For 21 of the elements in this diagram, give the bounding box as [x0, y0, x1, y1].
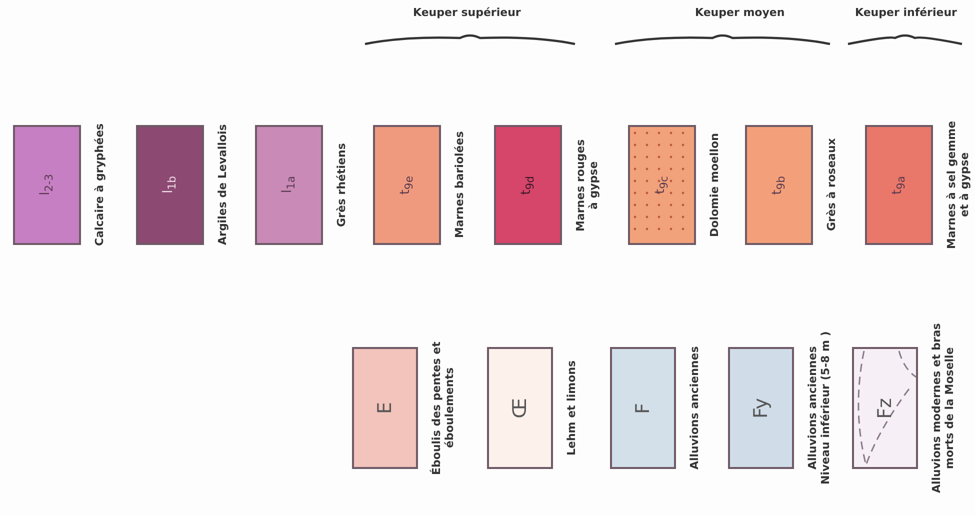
- unit-description: Alluvions modernes et bras morts de la Moselle: [930, 322, 956, 495]
- unit-description: Marnes bariolées: [453, 130, 466, 240]
- unit-description: Grès à roseaux: [825, 138, 838, 234]
- map-unit-code: Œ: [509, 398, 531, 418]
- group-heading: Keuper supérieur: [413, 6, 521, 19]
- map-unit-code: Fz: [874, 398, 896, 418]
- unit-description: Grès rhétiens: [335, 142, 348, 229]
- unit-description: Marnes à sel gemme et à gypse: [945, 120, 971, 250]
- map-unit-code: F: [632, 402, 654, 414]
- group-heading: Keuper moyen: [695, 6, 785, 19]
- unit-description: Alluvions anciennes Niveau inférieur (5-8 m ): [806, 330, 832, 487]
- unit-description: Lehm et limons: [565, 359, 578, 458]
- unit-description: Marnes rouges à gypse: [574, 138, 600, 232]
- map-unit-code: Fy: [750, 398, 772, 418]
- unit-description: Argiles de Levallois: [216, 124, 229, 248]
- unit-description: Calcaire à gryphées: [93, 122, 106, 248]
- unit-description: Éboulis des pentes et éboulements: [430, 340, 456, 477]
- unit-description: Dolomie moellon: [708, 132, 721, 239]
- map-unit-code: E: [374, 402, 396, 414]
- unit-description: Alluvions anciennes: [688, 345, 701, 472]
- group-heading: Keuper inférieur: [855, 6, 957, 19]
